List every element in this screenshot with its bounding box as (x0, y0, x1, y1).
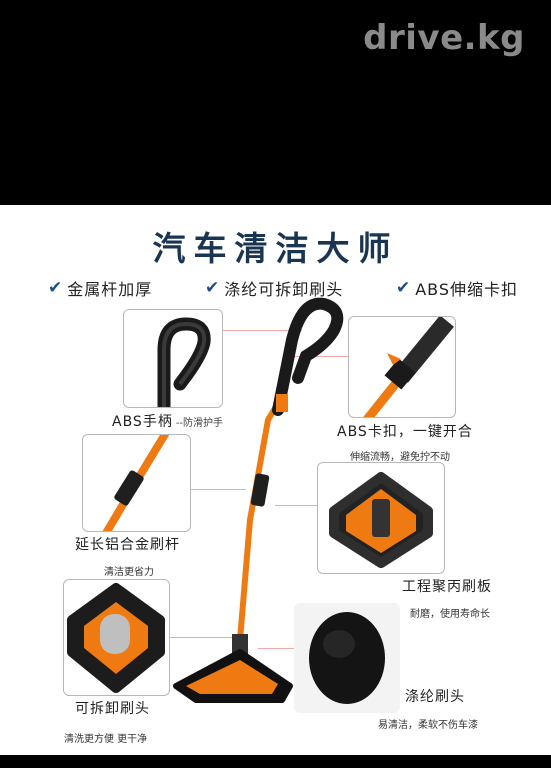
leader-line (288, 356, 348, 357)
abs-handle-label: ABS手柄--防滑护手 (112, 414, 224, 430)
feature-item: ✔ 涤纶可拆卸刷头 (205, 276, 343, 300)
polyester-head-image (309, 612, 385, 704)
brush-plate-image (329, 472, 433, 568)
pp-plate-label: 工程聚丙刷板 (402, 579, 492, 595)
abs-handle-panel (123, 309, 223, 408)
watermark-logo: drive.kg (363, 18, 525, 58)
pole-joint-image (102, 435, 170, 531)
feature-list: ✔ 金属杆加厚 ✔ 涤纶可拆卸刷头 ✔ ABS伸缩卡扣 (48, 276, 518, 300)
polyester-head-panel (294, 603, 400, 713)
feature-item: ✔ 金属杆加厚 (48, 276, 152, 300)
pp-plate-panel (317, 462, 445, 574)
abs-clip-label: ABS卡扣，一键开合 (337, 424, 473, 440)
pole-label: 延长铝合金刷杆 (75, 537, 180, 553)
feature-text: 金属杆加厚 (67, 280, 153, 299)
leader-line (190, 489, 246, 490)
bottom-black-band (0, 755, 551, 768)
check-icon: ✔ (395, 278, 412, 298)
pp-plate-sub: 耐磨，使用寿命长 (410, 609, 490, 620)
polyester-head-sub: 易清洁，柔软不伤车漆 (378, 720, 478, 731)
page-title: 汽车清洁大师 (152, 229, 399, 268)
abs-handle-note: --防滑护手 (175, 418, 224, 429)
feature-text: ABS伸缩卡扣 (415, 280, 518, 299)
removable-head-image (67, 583, 165, 693)
clip-closeup-image (363, 317, 454, 417)
abs-clip-panel (348, 316, 456, 418)
leader-line (275, 505, 317, 506)
check-icon: ✔ (48, 278, 64, 298)
leader-line (258, 648, 294, 649)
leader-line (222, 330, 302, 331)
removable-head-panel (63, 579, 170, 696)
check-icon: ✔ (204, 278, 221, 298)
removable-head-sub: 清洗更方便 更干净 (64, 734, 148, 745)
top-black-band (0, 0, 551, 205)
feature-item: ✔ ABS伸缩卡扣 (396, 276, 518, 300)
handle-closeup-image (157, 317, 211, 407)
removable-head-label: 可拆卸刷头 (75, 701, 150, 717)
pole-panel (82, 434, 191, 532)
leader-line (168, 637, 240, 638)
polyester-head-label: 涤纶刷头 (405, 689, 465, 705)
feature-text: 涤纶可拆卸刷头 (224, 280, 344, 299)
pole-sub: 清洁更省力 (104, 567, 154, 578)
abs-clip-sub: 伸缩流畅，避免拧不动 (350, 452, 450, 463)
